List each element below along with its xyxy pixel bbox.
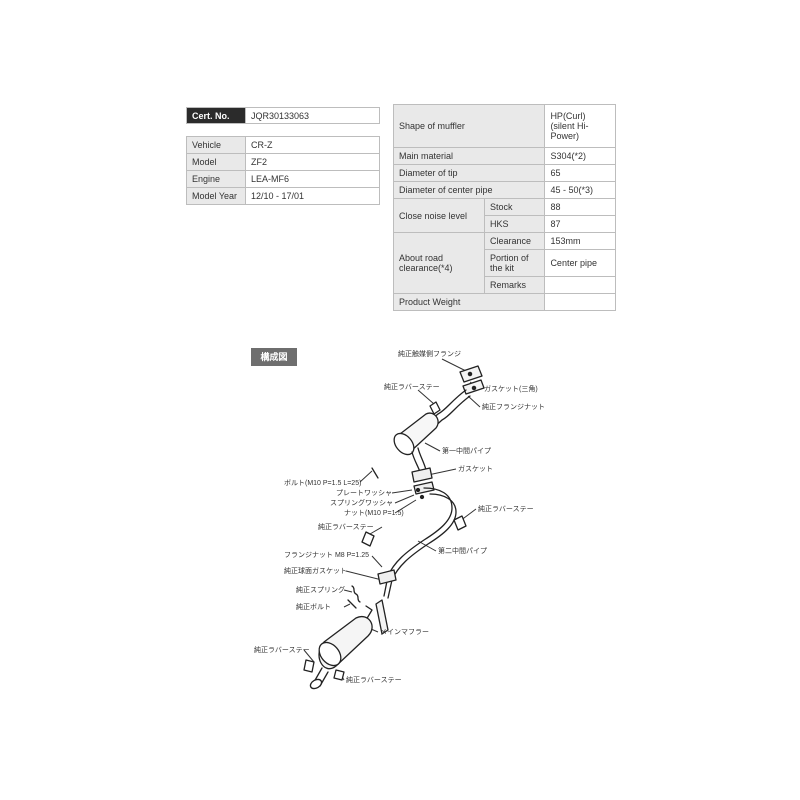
- leader-line: [417, 389, 435, 405]
- catalyst-flange-part: [459, 365, 485, 395]
- label-rubber-stay-bottom-left: 純正ラバーステー: [254, 647, 310, 654]
- label-plate-washer: プレートワッシャ: [336, 490, 392, 497]
- shape-label: Shape of muffler: [392, 104, 546, 148]
- leader-line: [469, 381, 483, 390]
- table-row: Main material S304(*2): [392, 147, 616, 165]
- label-ball-gasket: 純正球面ガスケット: [284, 568, 347, 575]
- table-row: Model Year 12/10 - 17/01: [186, 187, 380, 205]
- spec-table: Shape of muffler HP(Curl) (silent Hi-Pow…: [392, 104, 616, 311]
- cert-label: Cert. No.: [186, 107, 246, 124]
- table-row: Model ZF2: [186, 153, 380, 171]
- label-gasket-triangle: ガスケット(三角): [484, 386, 538, 393]
- remarks-value: [544, 276, 616, 294]
- cert-value: JQR30133063: [245, 107, 380, 124]
- label-rubber-stay-top: 純正ラバーステー: [384, 384, 440, 391]
- cert-row: Cert. No. JQR30133063: [186, 107, 380, 124]
- model-value: ZF2: [245, 153, 380, 171]
- label-spring-washer: スプリングワッシャ: [330, 500, 393, 507]
- first-mid-pipe-part: [393, 389, 471, 473]
- label-bolt: ボルト(M10 P=1.5 L=25): [284, 480, 362, 487]
- model-year-label: Model Year: [186, 187, 246, 205]
- center-pipe-label: Diameter of center pipe: [392, 181, 546, 199]
- table-row: Diameter of center pipe 45 - 50(*3): [392, 181, 616, 199]
- label-second-pipe: 第二中間パイプ: [438, 548, 487, 555]
- table-row: Portion of the kit Center pipe: [394, 249, 616, 277]
- label-nut: ナット(M10 P=1.5): [344, 510, 404, 517]
- label-rubber-stay-right: 純正ラバーステー: [478, 506, 534, 513]
- portion-label: Portion of the kit: [483, 249, 546, 277]
- label-main-muffler: メインマフラー: [380, 629, 429, 636]
- road-label: About road clearance(*4): [393, 232, 485, 294]
- leader-line: [417, 540, 437, 552]
- noise-hks-value: 87: [544, 215, 616, 233]
- remarks-label: Remarks: [483, 276, 546, 294]
- portion-value: Center pipe: [544, 249, 616, 277]
- label-rubber-stay-bottom: 純正ラバーステー: [346, 677, 402, 684]
- table-row: Remarks: [394, 276, 616, 294]
- leader-line: [441, 358, 469, 373]
- material-value: S304(*2): [544, 147, 616, 165]
- leader-line: [424, 442, 441, 452]
- leader-line: [343, 589, 353, 593]
- table-row: Vehicle CR-Z: [186, 136, 380, 154]
- label-flange-nut-m8: フランジナット M8 P=1.25: [284, 552, 369, 559]
- diagram-title: 構成図: [251, 348, 297, 366]
- leader-line: [345, 570, 383, 581]
- label-gasket: ガスケット: [458, 466, 493, 473]
- leader-line: [363, 625, 379, 633]
- leader-line: [459, 508, 477, 522]
- tip-label: Diameter of tip: [392, 164, 546, 182]
- leader-line: [467, 395, 481, 408]
- cert-table: Cert. No. JQR30133063: [186, 107, 380, 124]
- table-row: Shape of muffler HP(Curl) (silent Hi-Pow…: [392, 104, 616, 148]
- noise-stock-value: 88: [544, 198, 616, 216]
- leader-line: [359, 470, 373, 483]
- weight-label: Product Weight: [392, 293, 546, 311]
- table-row: Close noise level Stock 88: [393, 198, 616, 233]
- leader-line: [371, 555, 383, 568]
- model-label: Model: [186, 153, 246, 171]
- label-rubber-stay-left: 純正ラバーステー: [318, 524, 374, 531]
- table-row: HKS 87: [394, 215, 616, 233]
- model-year-value: 12/10 - 17/01: [245, 187, 380, 205]
- leader-line: [394, 494, 415, 504]
- noise-hks-label: HKS: [483, 215, 546, 233]
- leader-line: [343, 603, 351, 608]
- shape-value: HP(Curl) (silent Hi-Power): [544, 104, 616, 148]
- center-pipe-value: 45 - 50(*3): [544, 181, 616, 199]
- engine-label: Engine: [186, 170, 246, 188]
- clearance-label: Clearance: [483, 232, 546, 250]
- lower-flange-part: [347, 569, 397, 609]
- label-spring: 純正スプリング: [296, 587, 345, 594]
- leader-line: [427, 468, 457, 476]
- noise-label: Close noise level: [393, 198, 485, 233]
- material-label: Main material: [392, 147, 546, 165]
- leader-line: [337, 669, 345, 681]
- leader-line: [391, 489, 413, 494]
- noise-stock-label: Stock: [483, 198, 546, 216]
- engine-value: LEA-MF6: [245, 170, 380, 188]
- vehicle-table: Vehicle CR-Z Model ZF2 Engine LEA-MF6 Mo…: [186, 136, 380, 205]
- label-genuine-bolt: 純正ボルト: [296, 604, 331, 611]
- table-row: Engine LEA-MF6: [186, 170, 380, 188]
- label-flange-nut: 純正フランジナット: [482, 404, 545, 411]
- tip-value: 65: [544, 164, 616, 182]
- table-row: Diameter of tip 65: [392, 164, 616, 182]
- label-first-pipe: 第一中間パイプ: [442, 448, 491, 455]
- vehicle-label: Vehicle: [186, 136, 246, 154]
- weight-value: [544, 293, 616, 311]
- table-row: Product Weight: [392, 293, 616, 311]
- table-row: About road clearance(*4) Clearance 153mm: [393, 232, 616, 294]
- label-flange-catalyst: 純正触媒側フランジ: [398, 351, 461, 358]
- vehicle-value: CR-Z: [245, 136, 380, 154]
- clearance-value: 153mm: [544, 232, 616, 250]
